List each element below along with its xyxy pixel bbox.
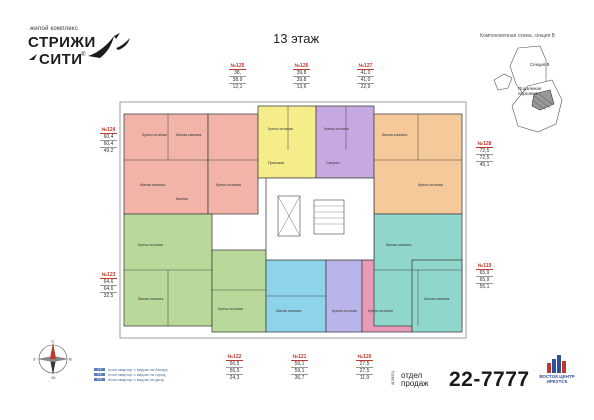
legend-text: план квартир с видом на город bbox=[108, 372, 166, 377]
developer-logo-icon bbox=[547, 355, 566, 373]
legend-row: 1,2 план квартир с видом на Ангару bbox=[94, 367, 168, 372]
apartment-tag-124: №124 60,4 60,4 49,2 bbox=[100, 127, 117, 154]
room-label: Жилая комната bbox=[138, 297, 163, 301]
apartment-126-plan bbox=[257, 105, 317, 179]
legend: 1,2 план квартир с видом на Ангару 3,4 п… bbox=[94, 367, 168, 382]
apartment-tag-127: №127 41,0 41,0 22,9 bbox=[357, 63, 374, 90]
compass-south: Ю bbox=[52, 375, 56, 379]
compass-icon: С Ю В З bbox=[33, 339, 72, 379]
developer-name: ВОСТОК ЦЕНТР ИРКУТСК bbox=[535, 374, 579, 384]
apartment-tag-119: №119 65,9 65,9 55,1 bbox=[476, 263, 493, 290]
apartment-tag-122: №122 56,5 56,5 24,3 bbox=[226, 354, 243, 381]
room-label: Ванная bbox=[176, 197, 188, 201]
key-plan-parking-label: Подземная парковка bbox=[518, 86, 542, 96]
legend-row: 5,6 план квартир с видом на двор bbox=[94, 377, 168, 382]
floor-plan: Кухня-гостиная Жилая комната Жилая комна… bbox=[119, 101, 467, 339]
developer-line2: ИРКУТСК bbox=[546, 379, 568, 384]
legend-row: 3,4 план квартир с видом на город bbox=[94, 372, 168, 377]
apartment-122-plan bbox=[211, 249, 267, 333]
apartment-tag-121: №121 59,1 59,1 36,7 bbox=[291, 354, 308, 381]
apartment-tag-120: №120 27,5 27,5 11,9 bbox=[356, 354, 373, 381]
apartment-124-plan bbox=[123, 113, 209, 215]
swift-small-icon bbox=[29, 54, 37, 60]
room-label: Прихожая bbox=[268, 161, 284, 165]
apartment-tag-123: №123 64,6 64,6 32,5 bbox=[100, 272, 117, 299]
sales-caption-line1: отдел bbox=[401, 371, 423, 380]
room-label: Кухня-гостиная bbox=[218, 307, 243, 311]
swift-bird-icon bbox=[88, 33, 130, 58]
room-label: Жилая комната bbox=[382, 133, 407, 137]
room-label: Кухня-гостиная bbox=[142, 133, 167, 137]
sales-phone[interactable]: 22-7777 bbox=[449, 368, 530, 391]
logo-line2: СИТИ bbox=[39, 51, 83, 68]
apartment-120-plan bbox=[325, 259, 363, 333]
compass-north: С bbox=[52, 339, 55, 344]
apartment-tag-126: №126 39,8 39,8 13,6 bbox=[293, 63, 310, 90]
compass-west: З bbox=[33, 357, 36, 362]
room-label: Кухня-гостиная bbox=[418, 183, 443, 187]
apartment-tag-128: №128 72,5 72,5 45,1 bbox=[476, 141, 493, 168]
room-label: Санузел bbox=[326, 161, 340, 165]
apartment-tag-125: №125 38, 38,9 12,1 bbox=[229, 63, 246, 90]
floor-title: 13 этаж bbox=[273, 31, 320, 46]
room-label: Жилая комната bbox=[276, 309, 301, 313]
room-label: Жилая комната bbox=[386, 243, 411, 247]
legend-swatch: 3,4 bbox=[94, 372, 105, 377]
key-plan-section-label: Секция В bbox=[530, 62, 550, 67]
legend-swatch: 1,2 bbox=[94, 367, 105, 372]
compass-east: В bbox=[69, 357, 72, 362]
logo-line1: СТРИЖИ bbox=[28, 34, 96, 51]
legend-text: план квартир с видом на двор bbox=[108, 377, 164, 382]
logo-subtitle: жилой комплекс bbox=[30, 26, 79, 32]
apartment-127-plan bbox=[315, 105, 375, 179]
apartment-125-plan bbox=[207, 113, 259, 215]
room-label: Кухня-гостиная bbox=[216, 183, 241, 187]
sales-caption: отдел продаж bbox=[401, 372, 429, 388]
room-label: Жилая комната bbox=[140, 183, 165, 187]
developer-line1: ВОСТОК ЦЕНТР bbox=[539, 374, 575, 379]
legend-swatch: 5,6 bbox=[94, 377, 105, 382]
room-label: Кухня-гостиная bbox=[368, 309, 393, 313]
room-label: Кухня-гостиная bbox=[138, 243, 163, 247]
legend-text: план квартир с видом на Ангару bbox=[108, 367, 168, 372]
key-plan bbox=[493, 45, 563, 133]
room-label: Жилая комната bbox=[176, 133, 201, 137]
building-core bbox=[265, 177, 375, 261]
room-label: Кухня-гостиная bbox=[332, 309, 357, 313]
room-label: Кухня-гостиная bbox=[268, 127, 293, 131]
room-label: Жилая комната bbox=[424, 297, 449, 301]
key-plan-caption: Компоновочная схема, секция В bbox=[480, 33, 555, 39]
sales-caption-line2: продаж bbox=[401, 379, 429, 388]
logo: жилой комплекс СТРИЖИ СИТИ ® bbox=[28, 22, 133, 80]
phone-prefix: 8(3952) bbox=[390, 371, 395, 385]
logo-registered-mark: ® bbox=[81, 52, 86, 58]
room-label: Кухня-гостиная bbox=[324, 127, 349, 131]
